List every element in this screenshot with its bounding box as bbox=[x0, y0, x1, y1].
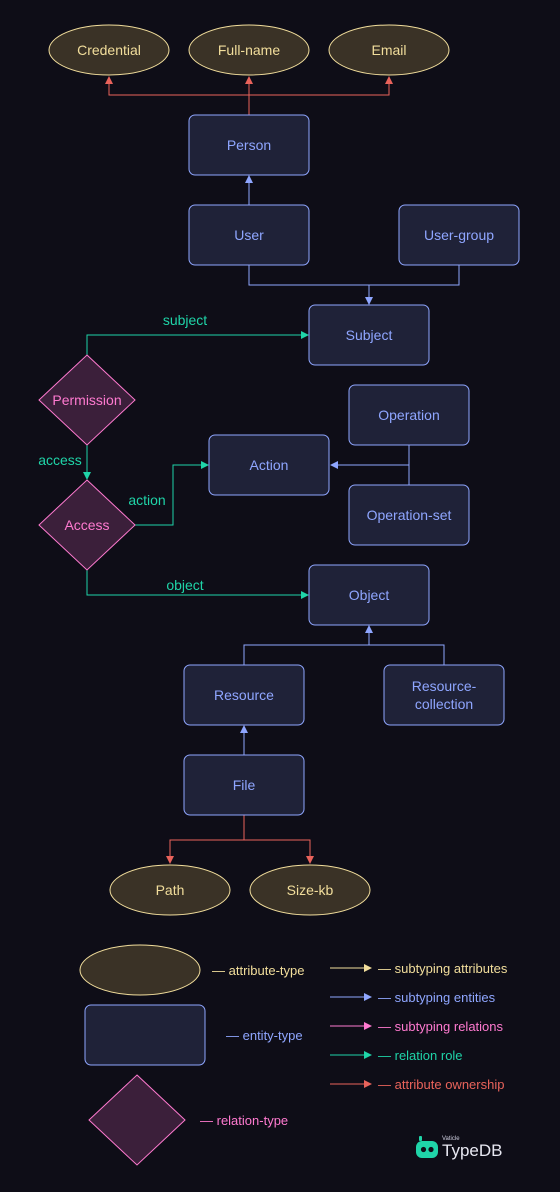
relation-permission-label: Permission bbox=[52, 392, 121, 408]
entity-user[interactable]: User bbox=[188, 204, 310, 266]
edge-person-email bbox=[249, 76, 393, 96]
attribute-size-kb[interactable]: Size-kb bbox=[249, 864, 371, 916]
edge-usergroup-subject bbox=[365, 265, 460, 305]
entity-resource-collection-label-2: collection bbox=[415, 696, 473, 712]
attribute-email[interactable]: Email bbox=[328, 24, 450, 76]
legend-relation-type: — relation-type bbox=[200, 1113, 288, 1128]
legend-attribute-type: — attribute-type bbox=[212, 963, 305, 978]
entity-person[interactable]: Person bbox=[188, 114, 310, 176]
role-label-access: access bbox=[38, 452, 82, 468]
entity-operation-set-label: Operation-set bbox=[367, 507, 452, 523]
attribute-size-kb-label: Size-kb bbox=[287, 882, 334, 898]
entity-resource-collection-label-1: Resource- bbox=[412, 678, 477, 694]
legend-subtyping-attributes: — subtyping attributes bbox=[378, 961, 508, 976]
role-label-subject: subject bbox=[163, 312, 207, 328]
legend-entity-type: — entity-type bbox=[226, 1028, 303, 1043]
entity-file-label: File bbox=[233, 777, 256, 793]
entity-operation-label: Operation bbox=[378, 407, 439, 423]
logo-vaticle-text: Vaticle bbox=[442, 1136, 460, 1142]
edge-person-credential bbox=[105, 76, 250, 115]
edge-access-action bbox=[135, 461, 209, 526]
entity-action[interactable]: Action bbox=[208, 434, 330, 496]
attribute-email-label: Email bbox=[371, 42, 406, 58]
entity-operation[interactable]: Operation bbox=[348, 384, 470, 446]
attribute-full-name[interactable]: Full-name bbox=[188, 24, 310, 76]
entity-resource-label: Resource bbox=[214, 687, 274, 703]
entity-operation-set[interactable]: Operation-set bbox=[348, 484, 470, 546]
entity-object-label: Object bbox=[349, 587, 390, 603]
edge-file-path bbox=[166, 815, 245, 864]
attribute-path-label: Path bbox=[156, 882, 185, 898]
edge-user-subject bbox=[248, 265, 369, 286]
entity-resource-collection[interactable]: Resource- collection bbox=[383, 664, 505, 726]
legend-subtyping-entities: — subtyping entities bbox=[378, 990, 496, 1005]
entity-user-group-label: User-group bbox=[424, 227, 494, 243]
role-label-object: object bbox=[166, 577, 203, 593]
legend-subtyping-relations: — subtyping relations bbox=[378, 1019, 504, 1034]
legend-attribute-ownership: — attribute ownership bbox=[378, 1077, 504, 1092]
legend: — attribute-type — entity-type — relatio… bbox=[79, 944, 508, 1166]
relation-permission[interactable]: Permission bbox=[38, 354, 136, 446]
entity-resource[interactable]: Resource bbox=[183, 664, 305, 726]
edge-file-size bbox=[244, 839, 314, 864]
relation-access-label: Access bbox=[64, 517, 109, 533]
entity-subject[interactable]: Subject bbox=[308, 304, 430, 366]
edge-permission-subject bbox=[86, 331, 309, 355]
edge-resource-object bbox=[243, 644, 369, 665]
entity-person-label: Person bbox=[227, 137, 271, 153]
edges bbox=[83, 76, 460, 864]
legend-entity-shape bbox=[84, 1004, 206, 1066]
legend-attribute-shape bbox=[79, 944, 201, 996]
attribute-path[interactable]: Path bbox=[109, 864, 231, 916]
entity-user-group[interactable]: User-group bbox=[398, 204, 520, 266]
entity-user-label: User bbox=[234, 227, 264, 243]
relation-access[interactable]: Access bbox=[38, 479, 136, 571]
edge-resourcecollection-object bbox=[365, 625, 445, 665]
typedb-robot-icon bbox=[416, 1136, 438, 1158]
logo-typedb-text: TypeDB bbox=[442, 1141, 502, 1160]
attribute-credential-label: Credential bbox=[77, 42, 141, 58]
role-label-action: action bbox=[128, 492, 165, 508]
edge-access-object bbox=[86, 570, 309, 599]
legend-relation-role: — relation role bbox=[378, 1048, 463, 1063]
edge-operationset-action bbox=[330, 461, 410, 485]
entity-action-label: Action bbox=[250, 457, 289, 473]
legend-relation-shape bbox=[88, 1074, 186, 1166]
attribute-full-name-label: Full-name bbox=[218, 42, 280, 58]
entity-object[interactable]: Object bbox=[308, 564, 430, 626]
entity-file[interactable]: File bbox=[183, 754, 305, 816]
attribute-credential[interactable]: Credential bbox=[48, 24, 170, 76]
entity-subject-label: Subject bbox=[346, 327, 393, 343]
typedb-logo: Vaticle TypeDB bbox=[416, 1136, 502, 1160]
